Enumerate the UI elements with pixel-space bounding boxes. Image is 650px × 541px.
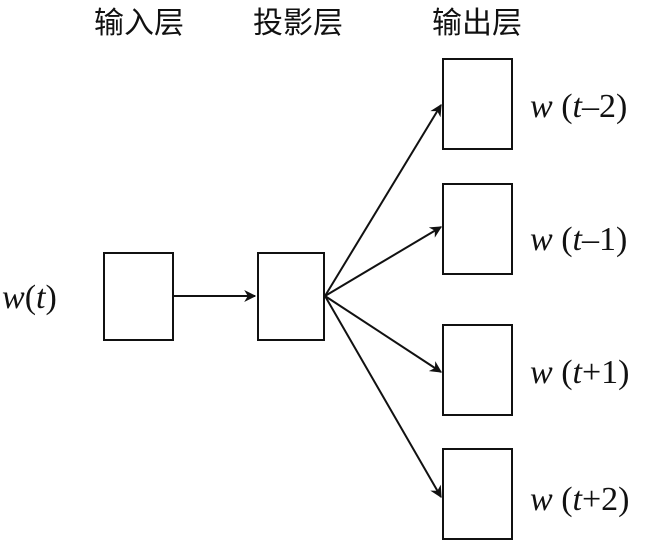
output-label-t-plus-2: w (t+2) xyxy=(530,481,629,518)
output-node-t-minus-1 xyxy=(442,183,513,275)
projection-to-output-arrow-4 xyxy=(324,295,442,499)
output-node-t-plus-1 xyxy=(442,324,513,416)
projection-to-output-arrow-1 xyxy=(324,103,442,297)
input-node xyxy=(103,252,174,341)
input-word-label: w(t) xyxy=(2,279,57,316)
output-label-t-plus-1: w (t+1) xyxy=(530,354,629,391)
projection-to-output-arrow-3 xyxy=(324,295,443,373)
output-label-t-minus-1: w (t–1) xyxy=(530,221,627,258)
output-node-t-plus-2 xyxy=(442,448,513,540)
input-layer-header: 输入层 xyxy=(94,6,184,41)
output-node-t-minus-2 xyxy=(442,58,513,150)
projection-to-output-arrow-2 xyxy=(324,226,443,297)
projection-node xyxy=(257,252,325,341)
output-label-t-minus-2: w (t–2) xyxy=(530,88,627,125)
projection-layer-header: 投影层 xyxy=(253,6,343,41)
output-layer-header: 输出层 xyxy=(432,6,522,41)
